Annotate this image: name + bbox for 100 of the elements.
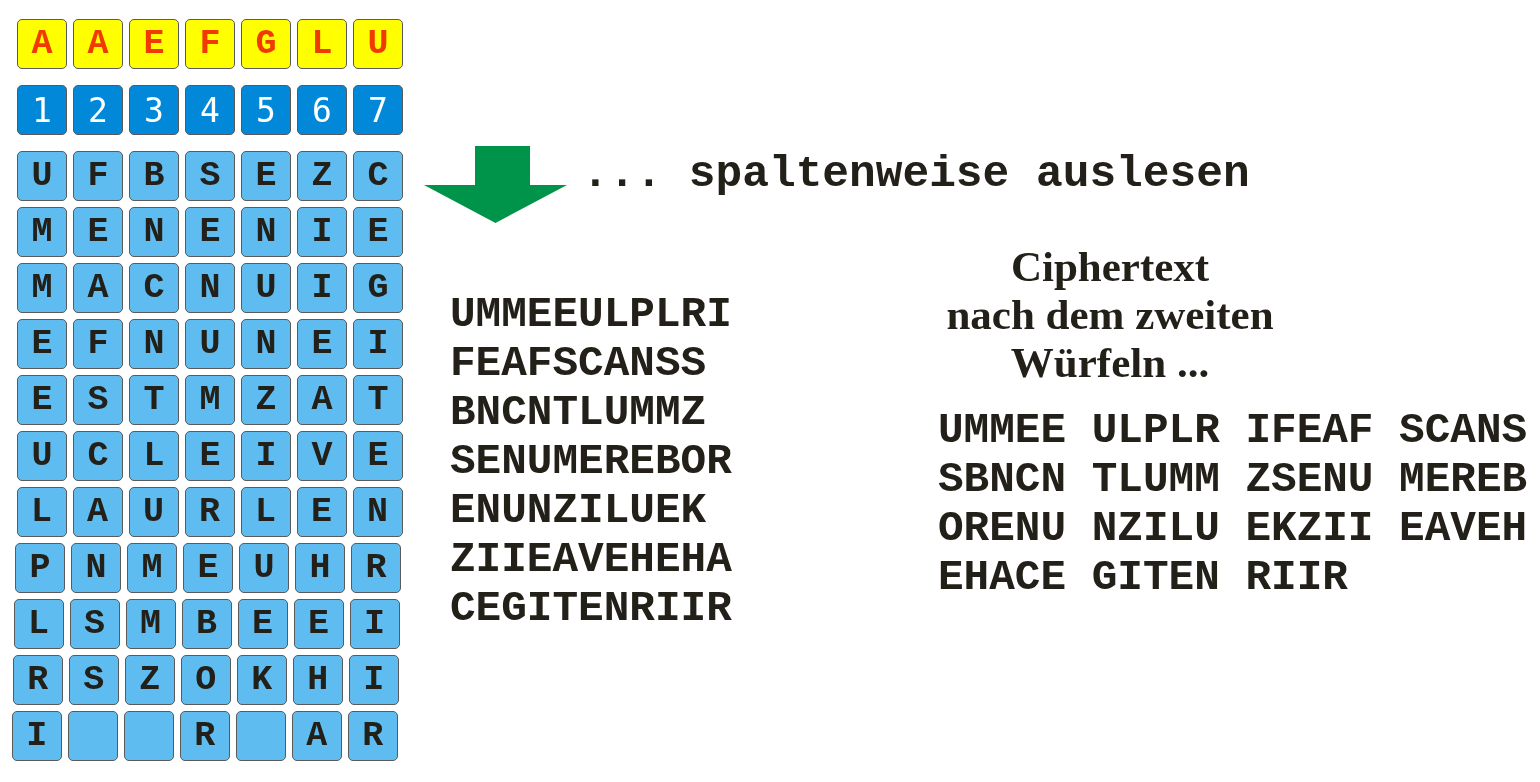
letter-tile: M <box>185 375 235 425</box>
letter-tile: I <box>297 207 347 257</box>
letter-tile: M <box>127 543 177 593</box>
letter-tile: R <box>351 543 401 593</box>
letter-tile: N <box>241 319 291 369</box>
letter-tile: E <box>73 207 123 257</box>
letter-tile: G <box>353 263 403 313</box>
ciphertext-line: EHACE GITEN RIIR <box>938 553 1348 602</box>
empty-tile <box>235 711 286 761</box>
letter-tile: O <box>180 655 231 705</box>
letter-tile: T <box>353 375 403 425</box>
keyword-letter-tile: U <box>353 19 403 69</box>
letter-tile: L <box>13 599 64 649</box>
letter-tile: N <box>185 263 235 313</box>
letter-tile: B <box>181 599 232 649</box>
letter-tile: E <box>185 207 235 257</box>
letter-tile: C <box>129 263 179 313</box>
letter-tile: A <box>291 711 342 761</box>
column-string: CEGITENRIIR <box>450 584 732 633</box>
letter-tile: R <box>184 487 235 537</box>
letter-tile: Z <box>124 655 175 705</box>
column-string: SENUMEREBOR <box>450 437 732 486</box>
letter-tile: E <box>293 599 344 649</box>
ciphertext-line: UMMEE ULPLR IFEAF SCANS <box>938 406 1528 455</box>
letter-tile: U <box>239 543 289 593</box>
keyword-letter-tile: G <box>241 19 291 69</box>
letter-tile: R <box>12 655 63 705</box>
letter-tile: N <box>71 543 121 593</box>
letter-tile: U <box>185 319 235 369</box>
letter-tile: E <box>17 375 67 425</box>
keyword-letter-tile: A <box>17 19 67 69</box>
letter-tile: S <box>73 375 123 425</box>
ciphertext-line: SBNCN TLUMM ZSENU MEREB <box>938 455 1528 504</box>
letter-tile: E <box>185 431 235 481</box>
column-number-tile: 4 <box>185 85 235 135</box>
letter-tile: C <box>353 151 403 201</box>
letter-tile: U <box>241 263 291 313</box>
letter-tile: A <box>297 375 347 425</box>
letter-tile: I <box>297 263 347 313</box>
column-number-tile: 6 <box>297 85 347 135</box>
letter-tile: I <box>349 599 400 649</box>
column-string: ZIIEAVEHEHA <box>450 535 732 584</box>
column-string: FEAFSCANSS <box>450 339 707 388</box>
letter-tile: S <box>68 655 119 705</box>
letter-tile: K <box>236 655 287 705</box>
letter-tile: E <box>183 543 233 593</box>
letter-tile: H <box>295 543 345 593</box>
column-number-tile: 3 <box>129 85 179 135</box>
letter-tile: Z <box>241 375 291 425</box>
letter-tile: N <box>129 207 179 257</box>
letter-tile: U <box>128 487 179 537</box>
empty-tile <box>123 711 174 761</box>
letter-tile: E <box>353 207 403 257</box>
letter-tile: N <box>129 319 179 369</box>
ciphertext-heading: Ciphertext nach dem zweiten Würfeln ... <box>945 243 1275 387</box>
letter-tile: I <box>11 711 62 761</box>
letter-tile: L <box>240 487 291 537</box>
column-number-tile: 7 <box>353 85 403 135</box>
instruction-text: ... spaltenweise auslesen <box>582 150 1250 199</box>
letter-tile: A <box>73 263 123 313</box>
keyword-letter-tile: E <box>129 19 179 69</box>
letter-tile: E <box>353 431 403 481</box>
column-number-tile: 5 <box>241 85 291 135</box>
letter-tile: E <box>241 151 291 201</box>
letter-tile: T <box>129 375 179 425</box>
keyword-letter-tile: L <box>297 19 347 69</box>
ciphertext-line: ORENU NZILU EKZII EAVEH <box>938 504 1528 553</box>
column-string: BNCNTLUMMZ <box>450 388 707 437</box>
letter-tile: R <box>179 711 230 761</box>
letter-tile: L <box>129 431 179 481</box>
letter-tile: U <box>17 431 67 481</box>
letter-tile: E <box>296 487 347 537</box>
letter-tile: N <box>241 207 291 257</box>
column-string: ENUNZILUEK <box>450 486 707 535</box>
letter-tile: I <box>241 431 291 481</box>
letter-tile: M <box>17 263 67 313</box>
letter-tile: Z <box>297 151 347 201</box>
column-string: UMMEEULPLRI <box>450 290 732 339</box>
column-number-tile: 2 <box>73 85 123 135</box>
letter-tile: I <box>348 655 399 705</box>
letter-tile: E <box>17 319 67 369</box>
keyword-letter-tile: F <box>185 19 235 69</box>
letter-tile: E <box>237 599 288 649</box>
letter-tile: H <box>292 655 343 705</box>
letter-tile: P <box>15 543 65 593</box>
letter-tile: R <box>347 711 398 761</box>
letter-tile: A <box>72 487 123 537</box>
letter-tile: S <box>69 599 120 649</box>
letter-tile: L <box>16 487 67 537</box>
letter-tile: M <box>17 207 67 257</box>
letter-tile: U <box>17 151 67 201</box>
letter-tile: S <box>185 151 235 201</box>
keyword-letter-tile: A <box>73 19 123 69</box>
letter-tile: V <box>297 431 347 481</box>
column-number-tile: 1 <box>17 85 67 135</box>
letter-tile: M <box>125 599 176 649</box>
empty-tile <box>67 711 118 761</box>
letter-tile: B <box>129 151 179 201</box>
letter-tile: N <box>352 487 403 537</box>
letter-tile: E <box>297 319 347 369</box>
